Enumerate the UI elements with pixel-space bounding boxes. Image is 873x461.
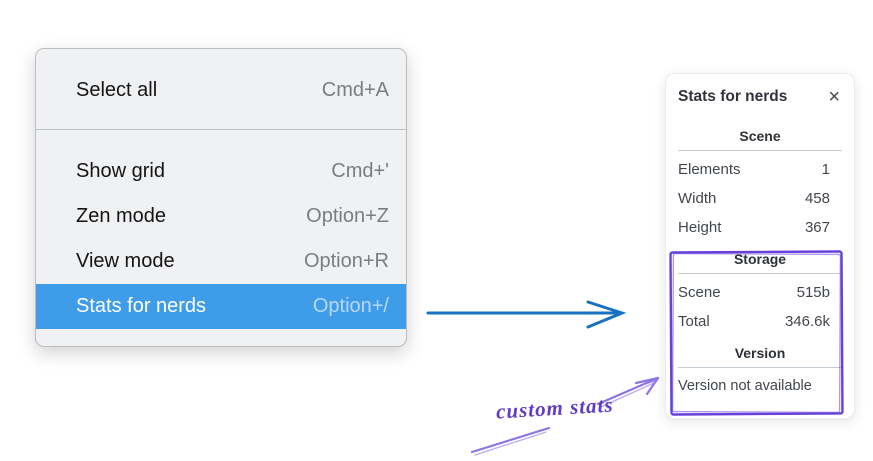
stat-label: Scene	[678, 284, 721, 301]
stat-row-elements: Elements 1	[678, 155, 842, 184]
annotation-label: custom stats	[495, 392, 615, 424]
stat-label: Width	[678, 190, 717, 207]
stat-value: 1	[821, 161, 830, 178]
menu-item-shortcut: Cmd+A	[321, 79, 389, 101]
menu-item-shortcut: Option+R	[303, 250, 389, 272]
close-icon[interactable]: ×	[828, 85, 840, 108]
annotation-arrow	[470, 376, 660, 456]
menu-item-view-mode[interactable]: View mode Option+R	[36, 239, 406, 284]
stat-row-height: Height 367	[678, 213, 842, 242]
stat-label: Elements	[678, 161, 741, 178]
stat-row-width: Width 458	[678, 184, 842, 213]
stats-panel-header: Stats for nerds ×	[678, 86, 842, 107]
stat-value: 515b	[796, 284, 830, 301]
stat-label: Total	[678, 313, 710, 330]
menu-item-shortcut: Option+Z	[306, 205, 389, 227]
menu-item-label: Stats for nerds	[76, 295, 207, 317]
section-header-version: Version	[734, 345, 786, 361]
section-divider	[678, 150, 842, 151]
menu-item-shortcut: Cmd+'	[331, 160, 389, 182]
stat-label: Height	[678, 219, 722, 236]
version-note: Version not available	[678, 378, 812, 394]
menu-item-stats-for-nerds[interactable]: Stats for nerds Option+/	[36, 284, 406, 329]
section-header-scene: Scene	[739, 128, 781, 144]
menu-group-1: Select all Cmd+A	[36, 49, 406, 129]
section-divider	[678, 273, 842, 274]
section-divider	[678, 367, 842, 368]
stat-value: 367	[804, 219, 830, 236]
menu-item-label: Zen mode	[76, 205, 167, 227]
stat-value: 458	[804, 190, 830, 207]
stat-value: 346.6k	[784, 313, 830, 330]
stat-row-scene: Scene 515b	[678, 278, 842, 307]
flow-arrow	[426, 300, 627, 329]
menu-item-show-grid[interactable]: Show grid Cmd+'	[36, 149, 406, 194]
stat-row-total: Total 346.6k	[678, 307, 842, 336]
menu-item-label: Select all	[76, 79, 158, 101]
menu-item-label: View mode	[76, 250, 175, 272]
menu-item-label: Show grid	[76, 160, 165, 182]
section-header-storage: Storage	[733, 251, 787, 267]
panel-title: Stats for nerds	[678, 88, 788, 105]
menu-item-shortcut: Option+/	[312, 295, 389, 317]
menu-item-zen-mode[interactable]: Zen mode Option+Z	[36, 194, 406, 239]
menu-item-select-all[interactable]: Select all Cmd+A	[36, 68, 406, 113]
